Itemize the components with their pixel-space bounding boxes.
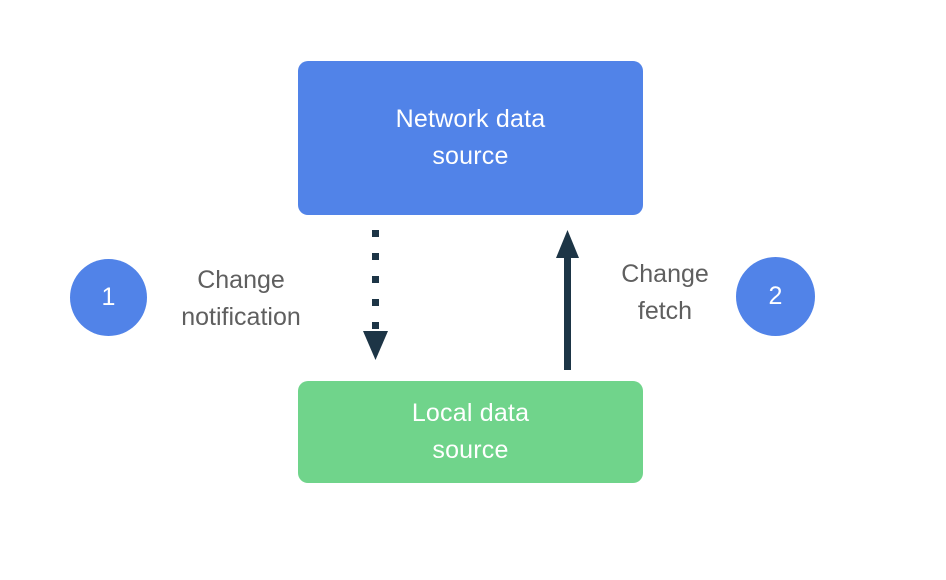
edge-label-change-notification: Change notification [181, 266, 301, 331]
step-badge-2[interactable]: 2 [736, 257, 815, 336]
arrow-down-dotted-icon [363, 230, 388, 360]
node-local-data-source-label: Local data source [411, 399, 530, 464]
step-badge-1-number: 1 [101, 283, 116, 311]
arrow-up-solid-icon [556, 230, 579, 370]
step-badge-1[interactable]: 1 [70, 259, 147, 336]
node-network-data-source-label: Network data source [395, 105, 546, 170]
edge-label-change-fetch: Change fetch [621, 260, 709, 325]
node-network-data-source[interactable]: Network data source [298, 61, 643, 215]
step-badge-2-number: 2 [768, 282, 783, 310]
node-local-data-source[interactable]: Local data source [298, 381, 643, 483]
